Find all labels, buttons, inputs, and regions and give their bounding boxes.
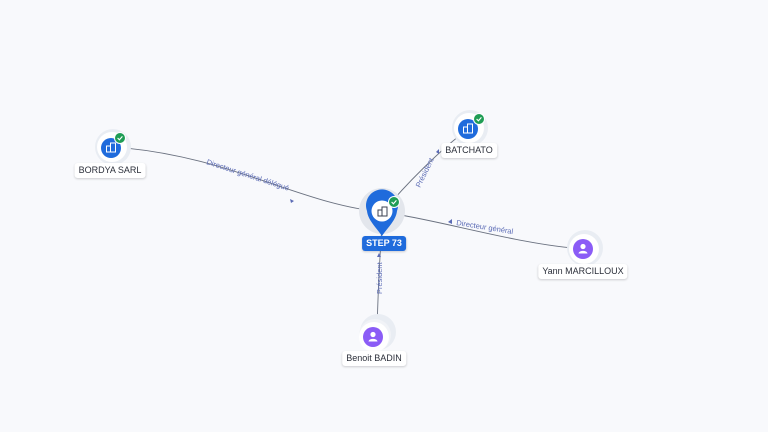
edge-bordya: [112, 146, 384, 213]
edge-arrow-benoit: [377, 253, 381, 257]
edge-label-benoit: Président: [375, 261, 384, 294]
edge-label-batchato: Président: [414, 156, 436, 189]
node-benoit[interactable]: [359, 314, 396, 352]
node-batchato[interactable]: [452, 110, 488, 146]
node-label-center[interactable]: STEP 73: [362, 236, 406, 251]
person-icon: [578, 243, 588, 254]
check-badge-icon: [114, 132, 126, 144]
edge-label-bordya: Directeur général délégué: [205, 157, 290, 192]
building-icon: [106, 142, 116, 153]
check-badge-icon: [388, 196, 400, 208]
edge-arrow-yann: [448, 219, 452, 224]
node-label-batchato[interactable]: BATCHATO: [441, 143, 497, 158]
building-icon: [463, 123, 473, 134]
check-badge-icon: [473, 113, 485, 125]
node-center[interactable]: [359, 188, 405, 236]
edge-label-yann: Directeur général: [456, 218, 515, 236]
edge-yann: [382, 211, 585, 250]
node-label-bordya[interactable]: BORDYA SARL: [74, 163, 146, 178]
node-bordya[interactable]: [95, 129, 131, 165]
node-label-benoit[interactable]: Benoit BADIN: [342, 351, 406, 366]
person-icon: [368, 331, 378, 342]
building-icon: [377, 206, 388, 217]
node-label-yann[interactable]: Yann MARCILLOUX: [538, 264, 628, 279]
edge-arrow-bordya: [290, 199, 294, 203]
edge-arrow-batchato: [436, 149, 439, 154]
node-yann[interactable]: [567, 230, 603, 266]
